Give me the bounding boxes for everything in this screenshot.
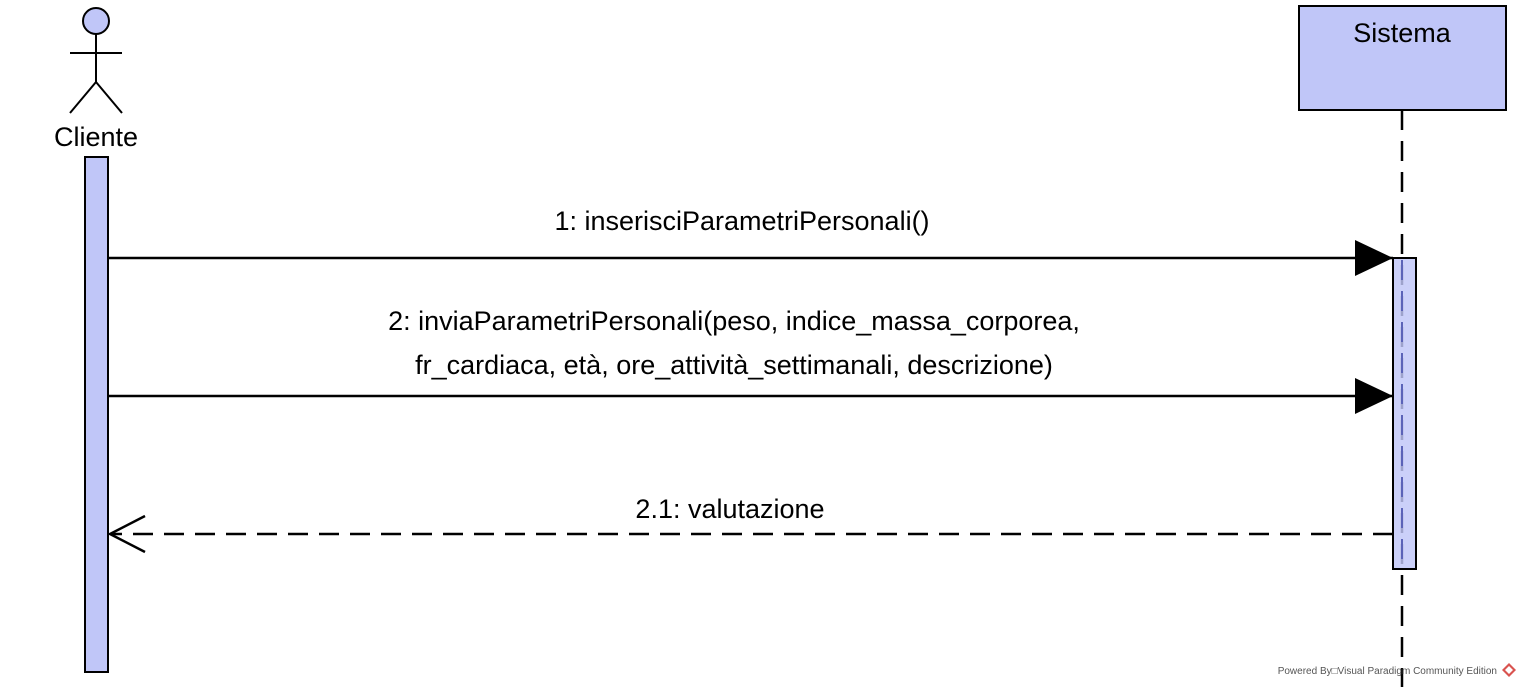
message-2-1-return[interactable]: 2.1: valutazione <box>107 494 1393 554</box>
sistema-activation-bar <box>1392 257 1417 570</box>
message-1[interactable]: 1: inserisciParametriPersonali() <box>108 206 1393 276</box>
actor-right-leg <box>95 81 123 114</box>
actor-cliente[interactable]: Cliente <box>54 7 138 152</box>
message-2[interactable]: 2: inviaParametriPersonali(peso, indice_… <box>108 306 1393 414</box>
actor-name: Cliente <box>54 122 138 152</box>
lifeline-name: Sistema <box>1353 18 1452 48</box>
message-2-1-label: 2.1: valutazione <box>635 494 824 524</box>
actor-left-leg <box>69 81 97 114</box>
message-2-label-line-1: 2: inviaParametriPersonali(peso, indice_… <box>388 306 1080 336</box>
visual-paradigm-logo-icon <box>1502 663 1516 677</box>
actor-head <box>82 7 110 35</box>
open-arrowhead <box>107 514 146 554</box>
watermark: Powered By□Visual Paradigm Community Edi… <box>1278 663 1516 677</box>
lifeline-sistema[interactable]: Sistema <box>1298 5 1507 111</box>
lifeline-head-box <box>1298 5 1507 111</box>
message-2-label-line-2: fr_cardiaca, età, ore_attività_settimana… <box>415 350 1053 380</box>
watermark-text: Powered By□Visual Paradigm Community Edi… <box>1278 666 1497 677</box>
actor-activation-bar <box>84 156 109 673</box>
message-1-label: 1: inserisciParametriPersonali() <box>554 206 929 236</box>
